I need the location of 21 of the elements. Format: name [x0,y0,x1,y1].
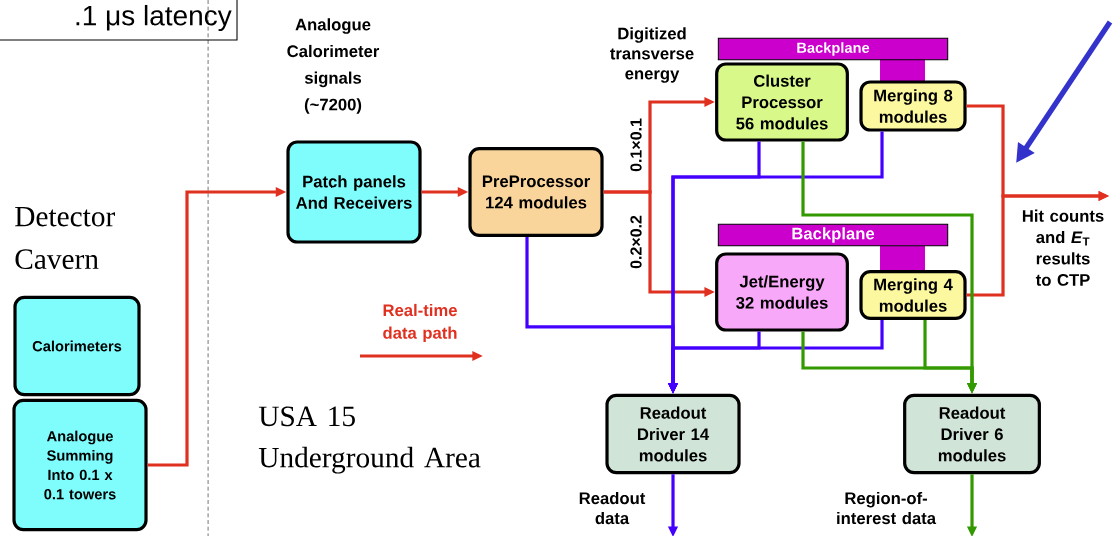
latency-label: .1 μs latency [76,4,232,32]
process-box: Patch panels And Receivers [286,140,422,244]
signal-label: Analogue Calorimeter signals (~7200) [287,18,380,114]
process-box: Cluster Processor 56 modules [715,62,849,142]
legend-label: Real-time data path [383,303,457,343]
output-label: Hit counts and E$_{T}$ results to CTP [1022,209,1104,286]
detector-box: Analogue Summing Into 0.1 x 0.1 towers [12,398,148,532]
process-box: Readout Driver 6 modules [903,393,1041,475]
process-box: Jet/Energy 32 modules [715,252,849,332]
process-box: Readout Driver 14 modules [605,393,741,475]
output-label: Region-of-interest data [837,491,937,525]
area-label: Detector Cavern [15,206,115,270]
edge-label: 0.1×0.1 [629,116,643,174]
area-label: USA 15 Underground Area [258,406,481,474]
edge-label: 0.2×0.2 [629,213,643,271]
process-box: Merging 8 modules [859,80,967,132]
process-box: Merging 4 modules [859,270,967,320]
signal-label: Digitized transverse energy [610,27,694,83]
output-label: Readout data [579,491,646,525]
detector-box: Calorimeters [13,295,141,397]
process-box: PreProcessor 124 modules [468,147,604,237]
